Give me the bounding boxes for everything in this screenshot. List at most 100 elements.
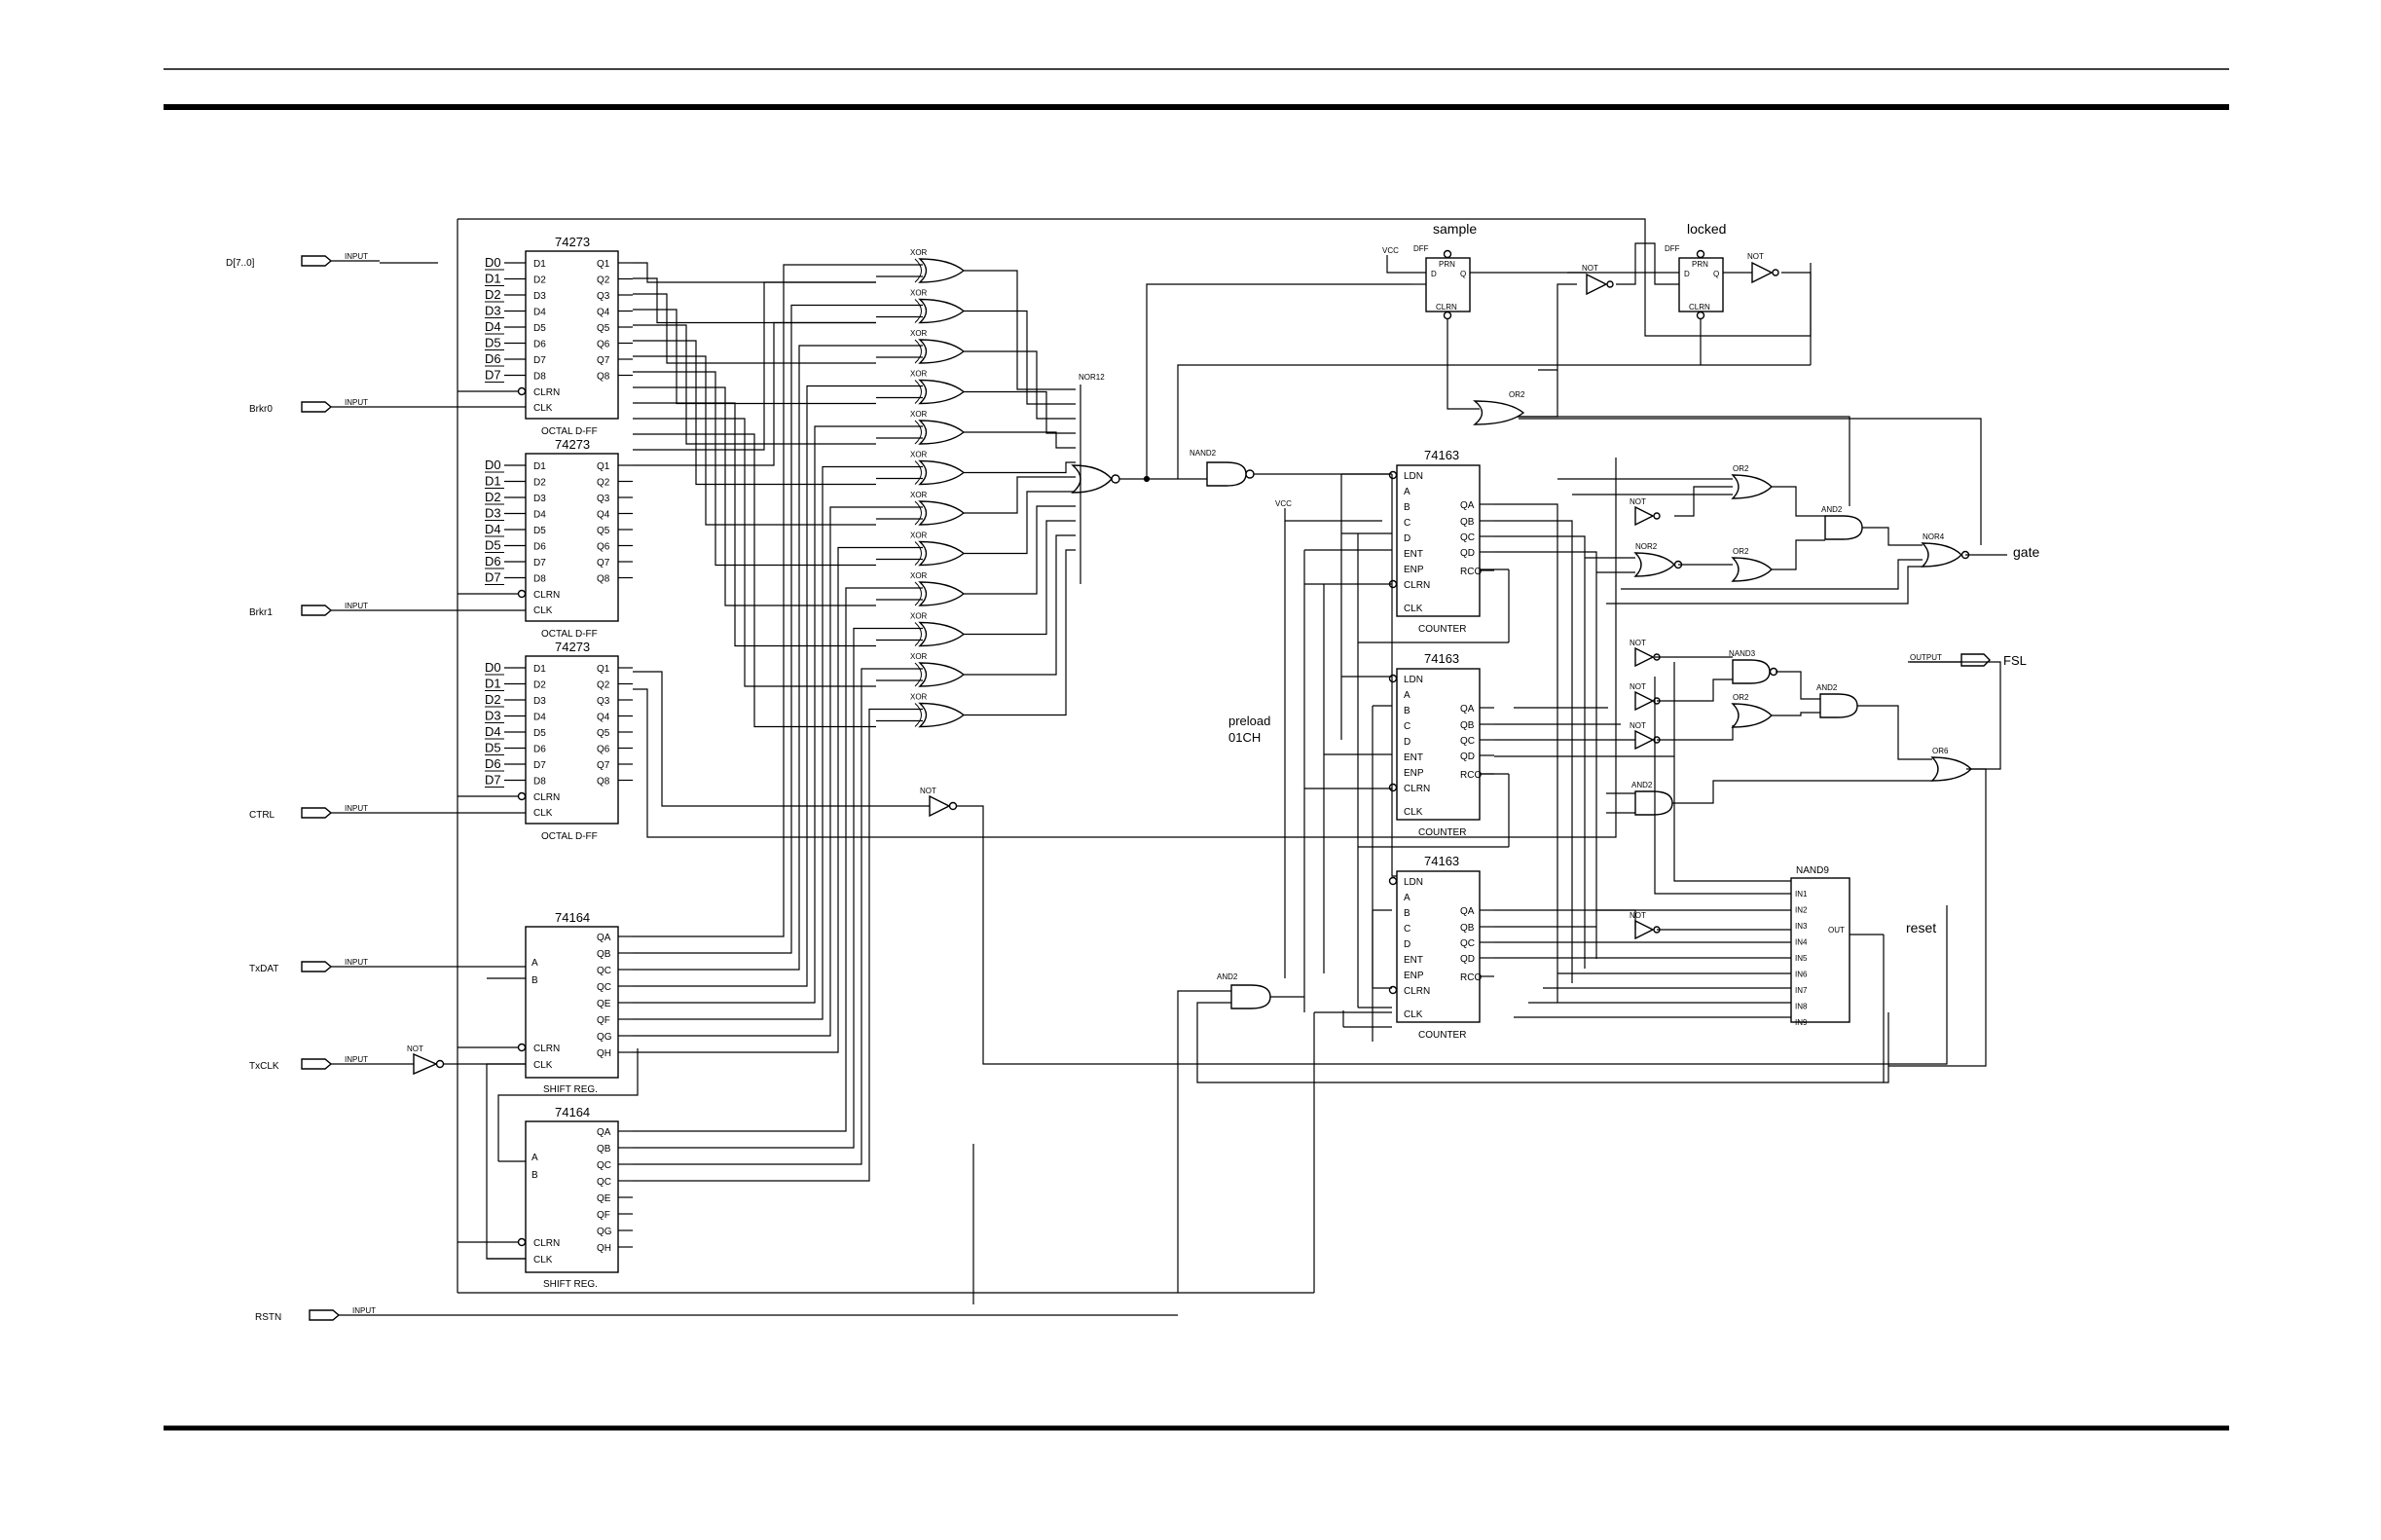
counter-3: 74163COUNTERLDNABCDENTENPCLRNCLKQAQBQCQD…	[1388, 854, 1494, 1041]
xor-gate: XOR	[876, 289, 1076, 405]
dbus-label: D4	[485, 319, 501, 334]
svg-text:Q2: Q2	[597, 680, 610, 691]
locked-label: locked	[1687, 221, 1726, 237]
svg-text:QG: QG	[597, 1227, 612, 1237]
svg-text:AND2: AND2	[1217, 972, 1238, 981]
counter-part-label: 74163	[1424, 651, 1459, 666]
svg-text:A: A	[1404, 893, 1410, 903]
xor-gate: XOR	[876, 491, 1076, 567]
svg-text:CLK: CLK	[533, 403, 553, 414]
svg-text:D: D	[1404, 533, 1410, 544]
svg-text:CLRN: CLRN	[1689, 303, 1710, 312]
dff-part-label: 74273	[555, 235, 590, 249]
svg-text:QF: QF	[597, 1015, 610, 1026]
svg-text:XOR: XOR	[910, 532, 928, 540]
svg-text:ENP: ENP	[1404, 768, 1424, 779]
svg-text:D: D	[1404, 737, 1410, 748]
svg-text:RCO: RCO	[1460, 567, 1482, 577]
svg-text:D1: D1	[533, 664, 546, 675]
nand9-pin: IN2	[1795, 906, 1808, 915]
xor-gate: XOR	[876, 451, 1076, 486]
svg-text:B: B	[531, 1170, 538, 1181]
counter-part-label: 74163	[1424, 854, 1459, 868]
svg-text:AND2: AND2	[1816, 683, 1838, 692]
svg-text:CLK: CLK	[533, 1060, 553, 1071]
svg-text:NOT: NOT	[1630, 682, 1646, 691]
dff-caption: OCTAL D-FF	[541, 426, 598, 437]
dbus-label: D2	[485, 287, 501, 302]
svg-text:CLRN: CLRN	[1404, 986, 1430, 997]
dbus-label: D3	[485, 506, 501, 521]
svg-text:ENP: ENP	[1404, 565, 1424, 575]
svg-text:Q3: Q3	[597, 291, 610, 302]
svg-text:XOR: XOR	[910, 289, 928, 298]
svg-text:D: D	[1404, 939, 1410, 950]
svg-text:Q7: Q7	[597, 558, 610, 568]
svg-text:LDN: LDN	[1404, 877, 1423, 888]
svg-text:QE: QE	[597, 999, 611, 1009]
dbus-label: D7	[485, 773, 501, 788]
xor-gate: XOR	[876, 329, 1076, 420]
svg-text:A: A	[1404, 487, 1410, 497]
svg-text:B: B	[1404, 502, 1410, 513]
svg-text:QC: QC	[1460, 938, 1475, 949]
svg-text:Q1: Q1	[597, 461, 610, 472]
svg-text:A: A	[531, 1153, 538, 1163]
svg-text:B: B	[1404, 706, 1410, 716]
svg-text:OUTPUT: OUTPUT	[1910, 653, 1942, 662]
svg-text:NOR2: NOR2	[1635, 542, 1658, 551]
svg-text:NOT: NOT	[1582, 264, 1598, 273]
svg-text:QC: QC	[597, 982, 611, 993]
svg-text:Q4: Q4	[597, 713, 610, 723]
svg-text:B: B	[531, 975, 538, 986]
svg-text:D2: D2	[533, 275, 546, 286]
nor2-gate: NOR2	[1633, 542, 1683, 577]
nand9-pin: IN1	[1795, 890, 1808, 898]
dbus-label: D4	[485, 724, 501, 739]
fsl-output-pin: OUTPUT FSL	[1908, 653, 2027, 770]
svg-text:CLK: CLK	[1404, 1009, 1423, 1020]
nor12-gate: NOR12	[1071, 373, 1120, 584]
and2-gate-r3: AND2	[1631, 781, 1673, 816]
reset-output-label: reset	[1906, 920, 1936, 935]
shift-part-label: 74164	[555, 910, 590, 925]
not-gate-sample: NOT	[1582, 264, 1614, 296]
svg-text:D6: D6	[533, 542, 546, 553]
svg-text:QD: QD	[1460, 548, 1475, 559]
svg-text:Q8: Q8	[597, 574, 610, 585]
svg-text:D: D	[1684, 270, 1690, 278]
svg-text:QA: QA	[1460, 906, 1475, 917]
svg-text:D3: D3	[533, 291, 546, 302]
dbus-label: D1	[485, 272, 501, 286]
svg-text:QD: QD	[1460, 752, 1475, 762]
svg-text:D8: D8	[533, 777, 546, 788]
preload-value: 01CH	[1228, 730, 1261, 745]
svg-text:Q6: Q6	[597, 542, 610, 553]
svg-text:C: C	[1404, 924, 1410, 935]
svg-text:OR2: OR2	[1733, 547, 1749, 556]
dbus-label: D7	[485, 368, 501, 383]
dbus-label: D5	[485, 336, 501, 350]
svg-text:DFF: DFF	[1665, 244, 1680, 253]
svg-text:Q7: Q7	[597, 355, 610, 366]
svg-text:QD: QD	[1460, 954, 1475, 965]
dbus-label: D6	[485, 756, 501, 771]
svg-text:DFF: DFF	[1413, 244, 1429, 253]
svg-text:QC: QC	[597, 966, 611, 976]
xor-gate: XOR	[876, 410, 1076, 449]
xor-gate: XOR	[876, 505, 1076, 606]
or2-gate-top: OR2	[1473, 390, 1525, 425]
svg-text:A: A	[531, 958, 538, 969]
svg-text:OR2: OR2	[1733, 464, 1749, 473]
not-gate-txclk: NOT	[407, 1045, 445, 1076]
not-gate-r2: NOT	[1630, 639, 1661, 668]
svg-text:INPUT: INPUT	[345, 602, 368, 610]
dbus-label: D5	[485, 538, 501, 553]
svg-text:AND2: AND2	[1821, 505, 1843, 514]
svg-text:CLK: CLK	[1404, 807, 1423, 818]
svg-text:Q1: Q1	[597, 664, 610, 675]
nand9-gate: NAND9 OUT	[1790, 865, 1850, 1023]
